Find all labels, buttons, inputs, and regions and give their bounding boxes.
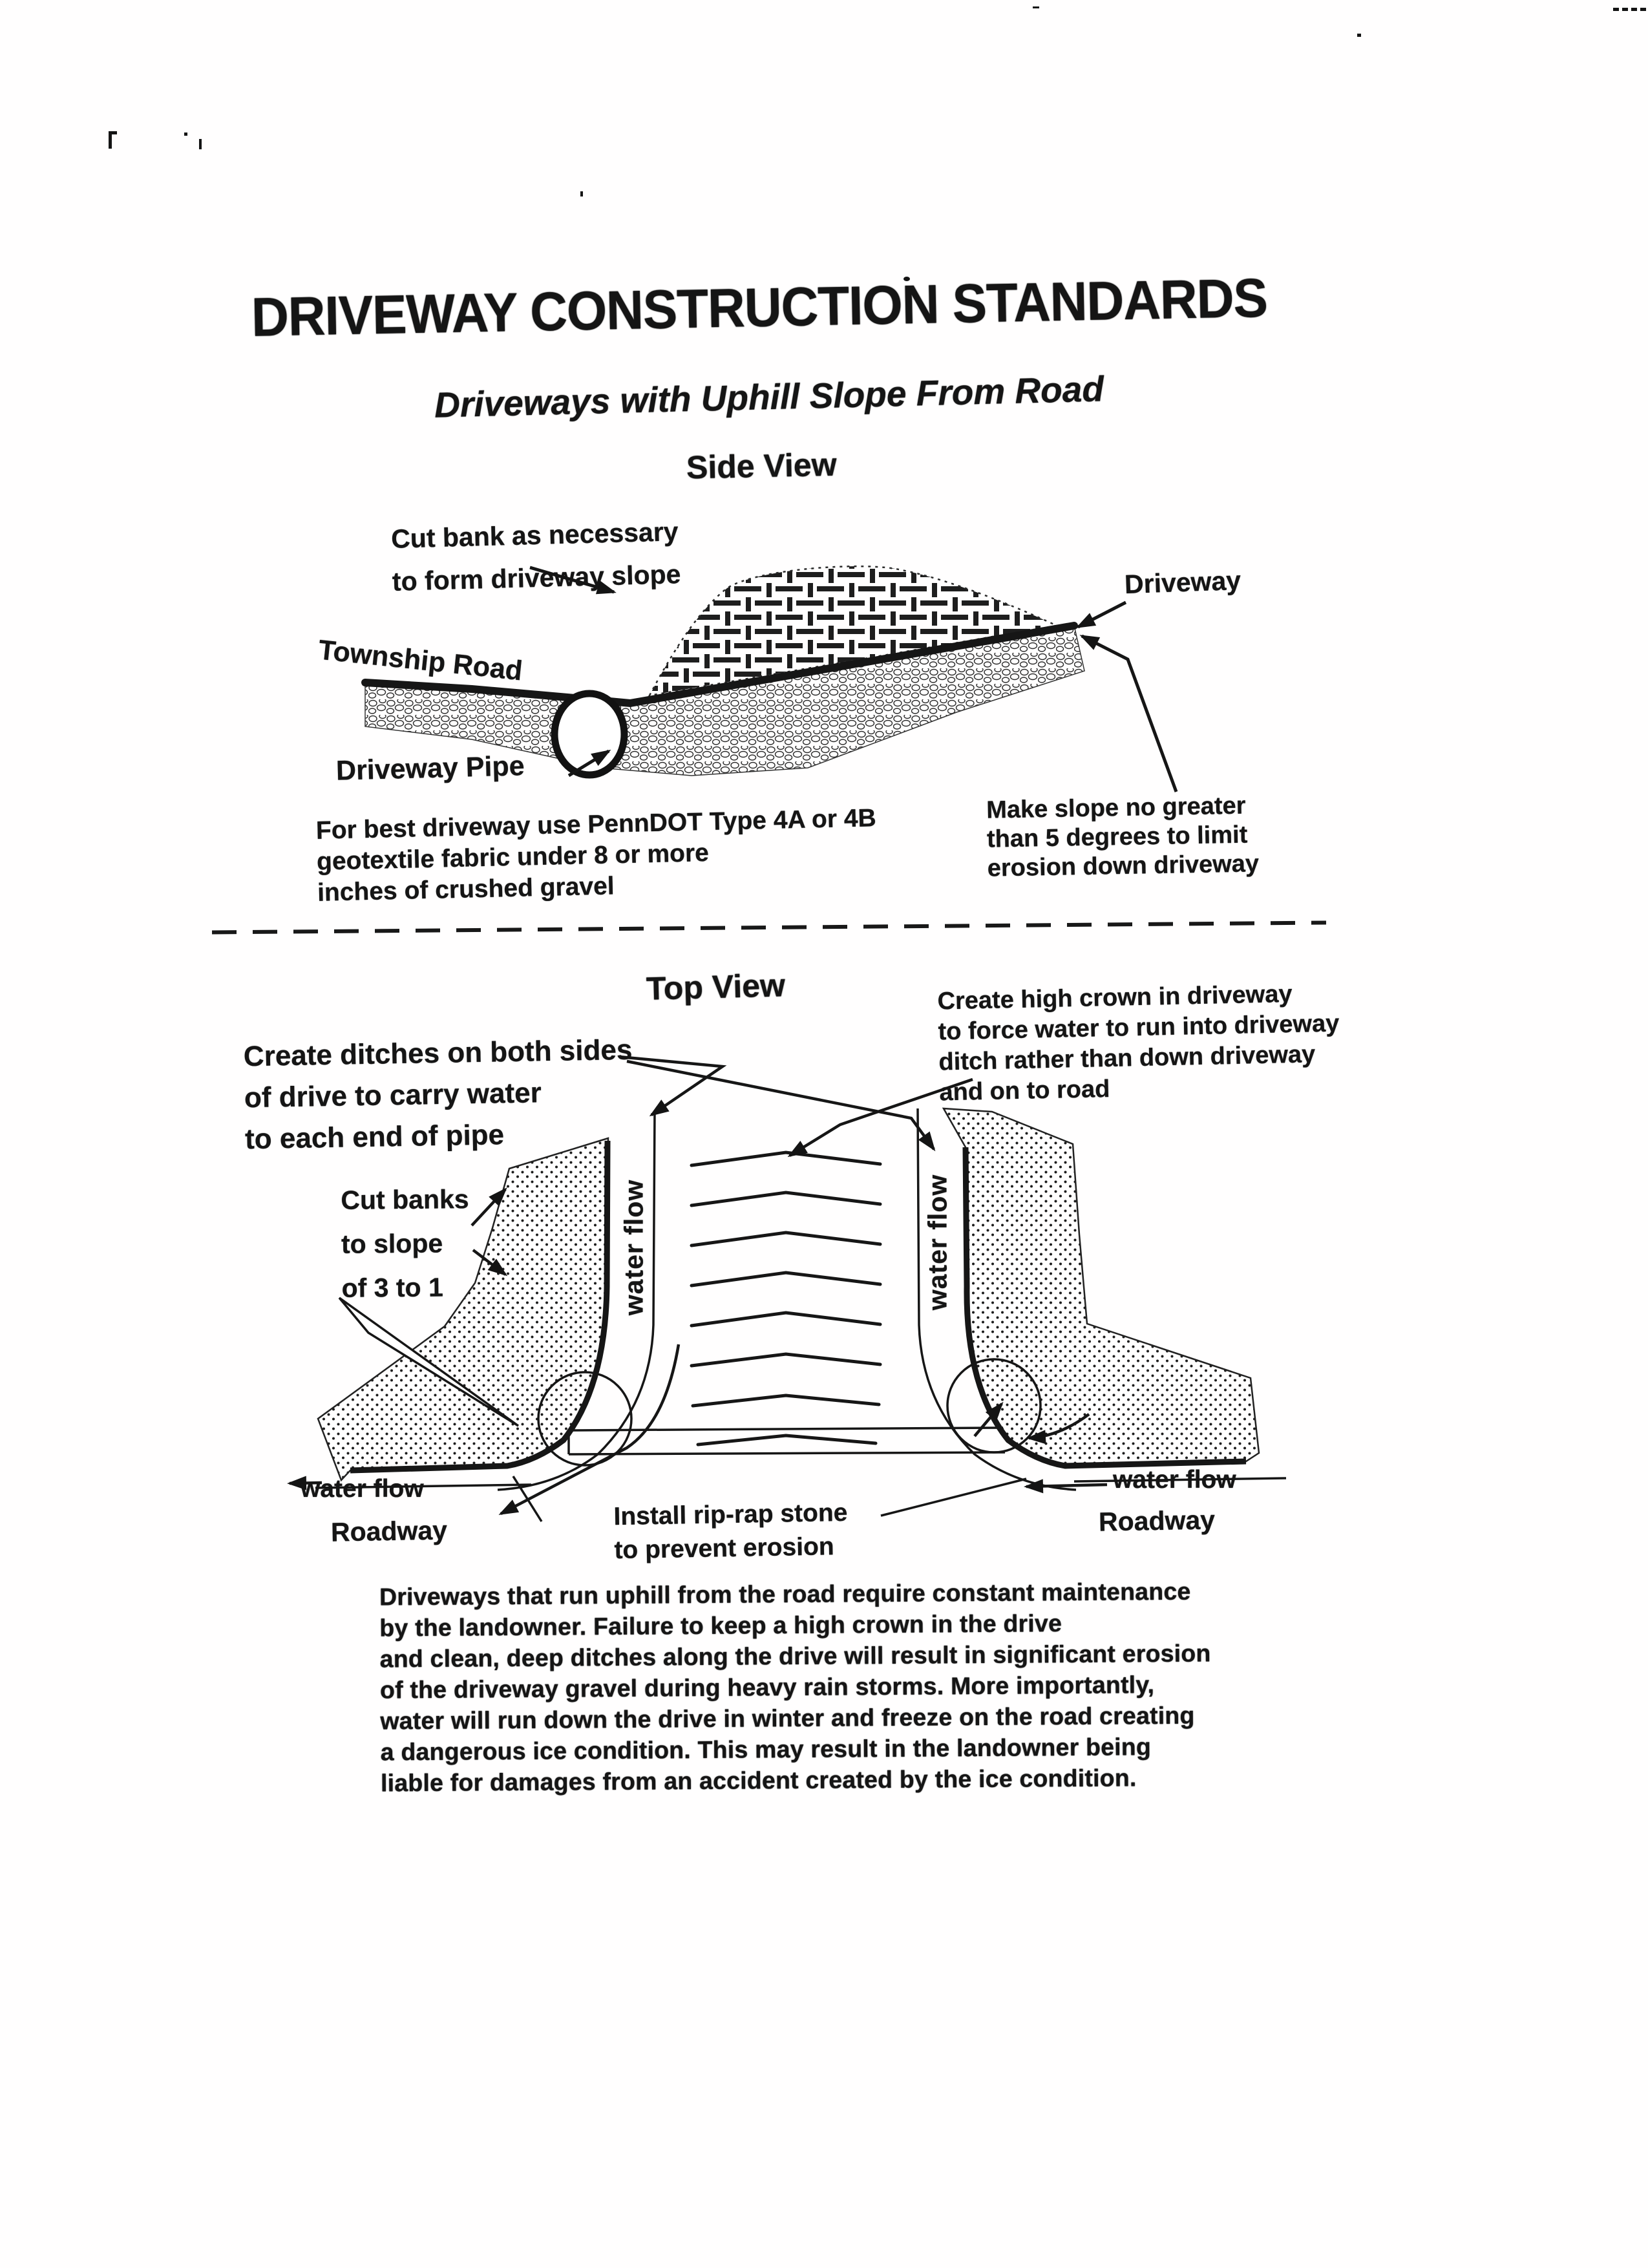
riprap-leader-right bbox=[880, 1478, 1027, 1517]
slope-wedge bbox=[338, 1297, 520, 1427]
cut-banks-note-line: to slope bbox=[341, 1228, 443, 1259]
scan-speck bbox=[1033, 6, 1039, 8]
riprap-note: Install rip-rap stone to prevent erosion bbox=[613, 1496, 849, 1567]
side-view-heading: Side View bbox=[686, 446, 838, 486]
water-flow-right-road-label: water flow bbox=[1113, 1466, 1236, 1494]
roadway-left-label: Roadway bbox=[330, 1515, 448, 1547]
scan-speck bbox=[903, 277, 910, 281]
maintenance-paragraph: Driveways that run uphill from the road … bbox=[379, 1576, 1212, 1799]
cut-bank-note-line: to form driveway slope bbox=[392, 559, 681, 597]
ditches-note-line: Create ditches on both sides bbox=[243, 1033, 633, 1073]
cut-banks-note-line: Cut banks bbox=[341, 1184, 469, 1215]
riprap-stone-area-left bbox=[537, 1371, 633, 1467]
cut-bank-arrow bbox=[529, 566, 617, 595]
right-bank-edge bbox=[962, 1147, 1247, 1469]
cut-bank-note: Cut bank as necessary to form driveway s… bbox=[390, 510, 681, 603]
driveway-label: Driveway bbox=[1124, 565, 1241, 600]
water-flow-right-arrow bbox=[1024, 1479, 1108, 1494]
right-ditch-flow-arrow bbox=[1026, 1413, 1090, 1445]
section-divider bbox=[212, 920, 1326, 935]
scan-speck bbox=[580, 191, 583, 196]
side-view-diagram bbox=[361, 565, 1178, 792]
scan-speck bbox=[109, 131, 117, 134]
slope-note-line: erosion down driveway bbox=[987, 850, 1260, 882]
ditches-note: Create ditches on both sides of drive to… bbox=[243, 1030, 634, 1160]
left-ditch-flow-arrow bbox=[498, 1344, 681, 1515]
driveway-label-arrow bbox=[1075, 600, 1127, 629]
scan-speck bbox=[184, 132, 187, 136]
crown-note: Create high crown in driveway to force w… bbox=[937, 979, 1341, 1108]
top-view-diagram bbox=[287, 1055, 1287, 1522]
slope-note-line: Make slope no greater bbox=[986, 792, 1246, 824]
roadway-right-edge bbox=[1073, 1477, 1287, 1483]
pipe-label-arrow bbox=[567, 749, 611, 778]
page-subtitle: Driveways with Uphill Slope From Road bbox=[434, 368, 1104, 425]
ditches-note-line: to each end of pipe bbox=[244, 1119, 505, 1156]
ditches-note-line: of drive to carry water bbox=[244, 1077, 542, 1114]
water-flow-left-ditch-label: water flow bbox=[618, 1179, 649, 1316]
road-edge-lower bbox=[568, 1451, 1006, 1456]
slope-note-line: than 5 degrees to limit bbox=[986, 821, 1248, 853]
top-view-heading: Top View bbox=[646, 967, 786, 1007]
ditches-leader-right bbox=[626, 1059, 936, 1152]
scan-speck bbox=[199, 139, 202, 149]
driveway-pipe-label: Driveway Pipe bbox=[335, 750, 525, 787]
paragraph-line: liable for damages from an accident crea… bbox=[380, 1764, 1137, 1797]
scan-speck bbox=[1357, 34, 1361, 37]
crown-chevrons bbox=[690, 1150, 882, 1447]
riprap-note-line: to prevent erosion bbox=[614, 1532, 835, 1565]
water-flow-left-road-label: water flow bbox=[301, 1475, 424, 1503]
right-circle-arrow bbox=[973, 1401, 1004, 1437]
cut-banks-note-line: of 3 to 1 bbox=[341, 1272, 443, 1303]
scan-speck bbox=[109, 131, 112, 149]
roadway-left-edge bbox=[315, 1483, 532, 1489]
riprap-note-line: Install rip-rap stone bbox=[613, 1498, 848, 1531]
scan-dashes bbox=[1613, 8, 1647, 11]
page-title: DRIVEWAY CONSTRUCTION STANDARDS bbox=[251, 267, 1268, 348]
cut-bank-hill bbox=[648, 565, 1060, 697]
water-flow-right-ditch-label: water flow bbox=[922, 1174, 953, 1311]
roadway-right-label: Roadway bbox=[1098, 1505, 1216, 1537]
paragraph-line: Driveways that run uphill from the road … bbox=[379, 1577, 1191, 1611]
crown-leader bbox=[787, 1077, 973, 1158]
slope-note: Make slope no greater than 5 degrees to … bbox=[986, 791, 1260, 883]
cut-banks-note: Cut banks to slope of 3 to 1 bbox=[341, 1177, 470, 1310]
cut-banks-arrow-upper bbox=[470, 1187, 507, 1227]
driveway-left-edge bbox=[497, 1110, 656, 1491]
slope-note-leader-arrow bbox=[1079, 634, 1178, 792]
riprap-leader-left bbox=[512, 1476, 543, 1522]
cut-bank-note-line: Cut bank as necessary bbox=[390, 516, 679, 554]
geotextile-note: For best driveway use PennDOT Type 4A or… bbox=[315, 803, 878, 909]
cut-banks-arrow-lower bbox=[472, 1249, 508, 1277]
road-edge-upper bbox=[568, 1426, 1004, 1432]
ditches-leader-left bbox=[618, 1055, 727, 1117]
left-bank-edge bbox=[350, 1140, 611, 1474]
